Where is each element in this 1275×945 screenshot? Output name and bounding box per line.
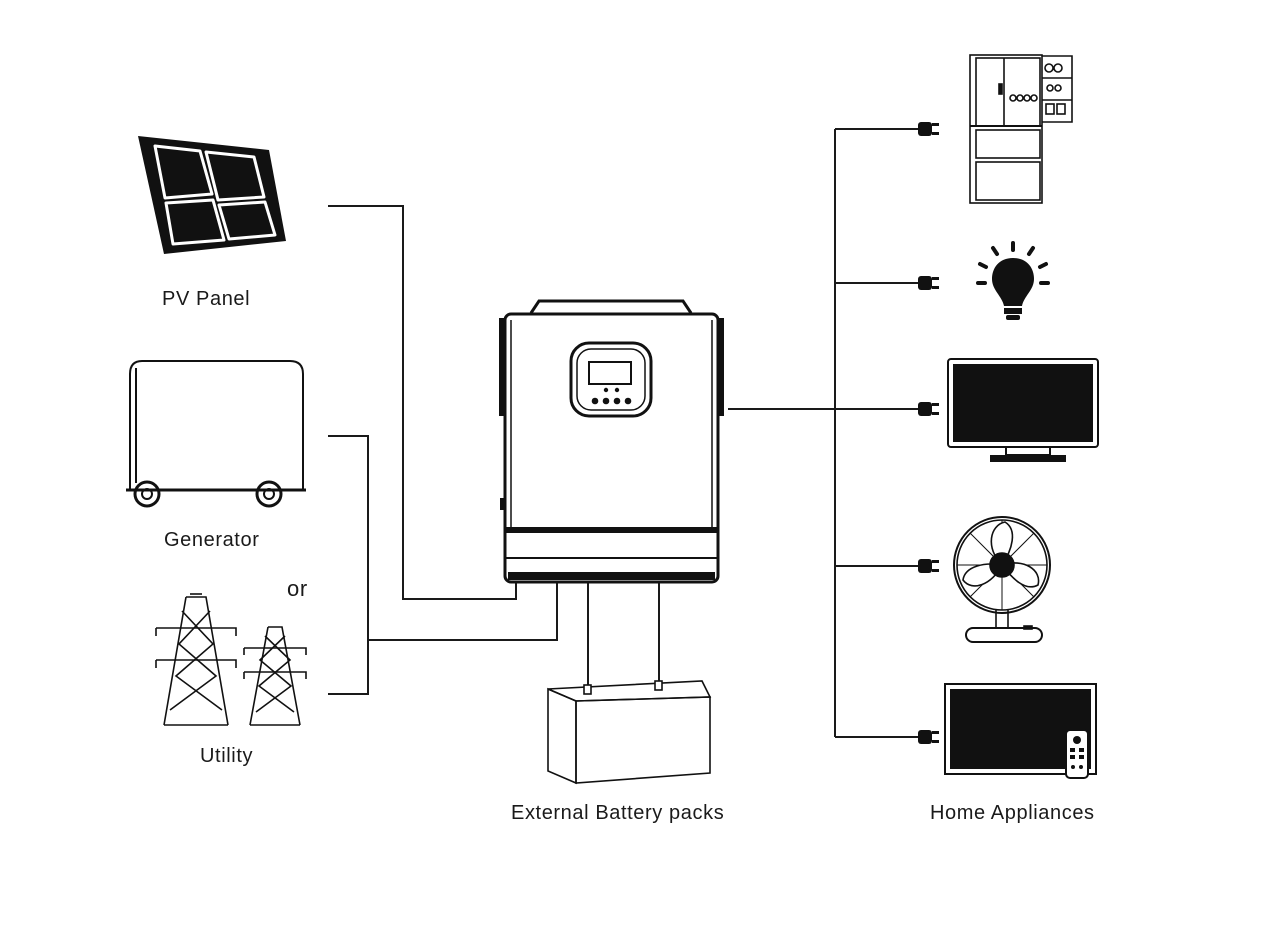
wire-pv-to-inverter [328,205,517,600]
appliances-label: Home Appliances [930,802,1095,824]
wires [328,128,920,738]
refrigerator-icon [969,54,1073,204]
plugs [918,122,939,744]
battery-label: External Battery packs [511,802,725,824]
plug-icon [918,730,939,744]
remote-control-icon [1065,729,1089,779]
solar-panel-icon [138,136,286,254]
wire-generator-to-inverter [328,435,369,695]
light-bulb-icon [976,241,1050,320]
or-label: or [287,576,308,601]
plug-icon [918,559,939,573]
generator-label: Generator [164,529,260,551]
plug-icon [918,122,939,136]
monitor-with-remote-icon [944,683,1097,779]
pv-panel-label: PV Panel [162,288,251,310]
battery-icon [547,680,712,785]
plug-icon [918,402,939,416]
wire-grid-to-inverter [368,580,558,641]
fan-icon [953,516,1051,643]
power-tower-icon [155,593,237,726]
utility-label: Utility [200,745,254,767]
power-tower-icon [243,626,307,726]
television-icon [947,358,1099,462]
plug-icon [918,276,939,290]
inverter-icon [499,299,724,584]
generator-icon [126,360,306,508]
